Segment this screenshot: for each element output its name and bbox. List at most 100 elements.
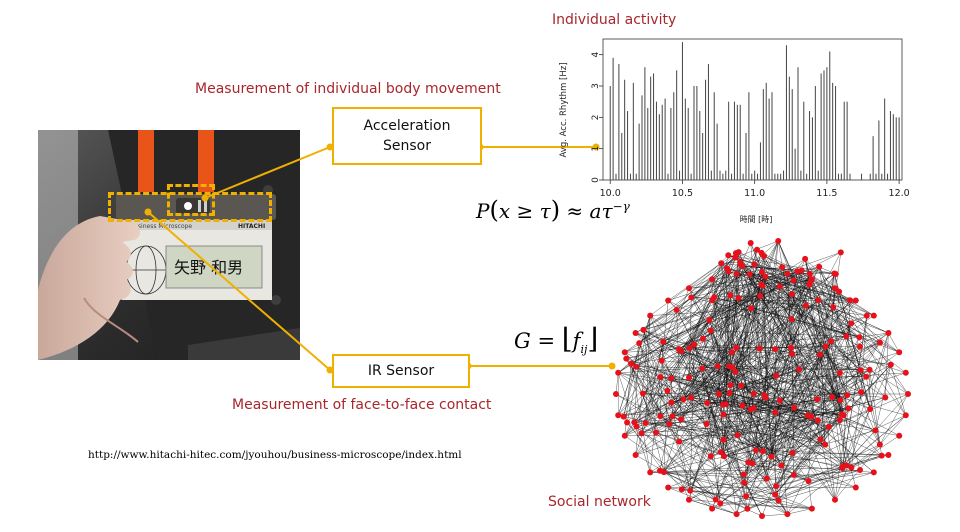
network-node xyxy=(720,436,727,443)
network-edge xyxy=(807,399,818,416)
network-edge xyxy=(634,422,738,436)
network-matrix-formula: G = ⌊fij⌋ xyxy=(514,322,599,357)
network-edge xyxy=(808,468,843,482)
network-edge xyxy=(792,430,876,454)
network-node xyxy=(805,478,812,484)
network-node xyxy=(784,270,791,277)
network-node xyxy=(789,350,795,357)
network-node xyxy=(680,396,687,403)
network-edge xyxy=(634,343,640,423)
network-edge xyxy=(720,285,763,453)
network-edge xyxy=(750,285,763,309)
network-edge xyxy=(623,319,710,417)
network-edge xyxy=(630,363,657,433)
badge-brand-text: HITACHI xyxy=(238,223,265,230)
chart-x-tick-label: 12.0 xyxy=(889,188,910,199)
network-edge xyxy=(804,258,867,377)
chart-bars xyxy=(609,42,900,180)
network-edge xyxy=(710,399,841,457)
network-node xyxy=(668,399,675,406)
network-node xyxy=(717,449,724,456)
network-node xyxy=(699,365,706,372)
network-edge xyxy=(712,300,793,453)
network-node xyxy=(808,276,815,283)
network-node xyxy=(905,391,911,397)
network-node xyxy=(691,341,698,348)
network-edge xyxy=(688,288,737,348)
network-edge xyxy=(681,469,861,490)
badge-name-text: 矢野 和男 xyxy=(174,258,243,277)
network-node xyxy=(817,351,824,358)
network-edge xyxy=(715,399,841,500)
network-node xyxy=(832,271,839,277)
network-edge xyxy=(831,291,840,398)
network-edge xyxy=(729,264,741,367)
network-edge xyxy=(676,309,736,373)
network-edge xyxy=(759,348,841,401)
network-edge xyxy=(833,307,847,337)
badge-highlight-sensor xyxy=(167,184,215,216)
network-edge xyxy=(776,346,861,487)
network-edge xyxy=(731,280,794,353)
network-node xyxy=(837,397,844,404)
network-node xyxy=(666,421,673,427)
network-edge xyxy=(764,352,900,396)
network-edge xyxy=(710,456,748,509)
individual-activity-label: Individual activity xyxy=(552,12,677,28)
network-edge xyxy=(643,284,810,331)
network-edge xyxy=(775,494,812,509)
network-node xyxy=(725,252,732,259)
chart-x-tick-label: 11.5 xyxy=(816,188,837,199)
network-node xyxy=(720,411,727,418)
network-edge xyxy=(766,415,906,479)
network-node xyxy=(688,394,695,401)
network-node xyxy=(759,448,766,455)
network-node xyxy=(832,285,838,292)
network-node xyxy=(715,391,722,397)
network-edge xyxy=(753,288,836,409)
network-node xyxy=(621,432,628,439)
network-edge xyxy=(761,513,788,517)
network-node xyxy=(788,316,795,323)
network-edge xyxy=(690,490,716,500)
network-node xyxy=(633,423,640,430)
network-node xyxy=(772,346,779,353)
network-node xyxy=(847,297,853,304)
network-edge xyxy=(762,279,813,452)
network-node xyxy=(703,420,710,427)
face-contact-label: Measurement of face-to-face contact xyxy=(232,397,492,413)
network-edge xyxy=(754,264,792,348)
chart-ylabel: Avg. Acc. Rhythm [Hz] xyxy=(559,62,569,157)
network-node xyxy=(858,389,865,396)
network-edge xyxy=(618,415,724,440)
network-edge xyxy=(750,409,767,479)
network-node xyxy=(878,452,885,459)
network-edge xyxy=(832,372,906,398)
network-edge xyxy=(624,294,792,353)
network-edge xyxy=(709,300,856,321)
network-edge xyxy=(650,397,766,473)
body-movement-label: Measurement of individual body movement xyxy=(195,81,501,97)
chart-x-tick-label: 10.5 xyxy=(672,188,693,199)
network-node xyxy=(791,404,798,411)
network-edge xyxy=(659,408,754,471)
network-edge xyxy=(791,294,881,445)
network-node xyxy=(863,312,870,319)
network-edge xyxy=(668,419,840,488)
network-node xyxy=(721,453,728,460)
network-edge xyxy=(626,315,651,423)
network-node xyxy=(700,335,706,342)
network-edge xyxy=(626,344,695,359)
network-node xyxy=(720,401,727,408)
network-node xyxy=(747,240,754,246)
badge-photo-drawing: Business Microscope HITACHI 矢野 和男 xyxy=(38,130,300,360)
network-node xyxy=(773,372,780,379)
network-edge xyxy=(735,300,856,373)
network-edge xyxy=(663,330,711,473)
network-edge xyxy=(688,352,732,500)
network-node xyxy=(828,338,834,345)
network-edge xyxy=(681,416,812,490)
network-node xyxy=(802,255,809,262)
network-node xyxy=(621,349,628,356)
